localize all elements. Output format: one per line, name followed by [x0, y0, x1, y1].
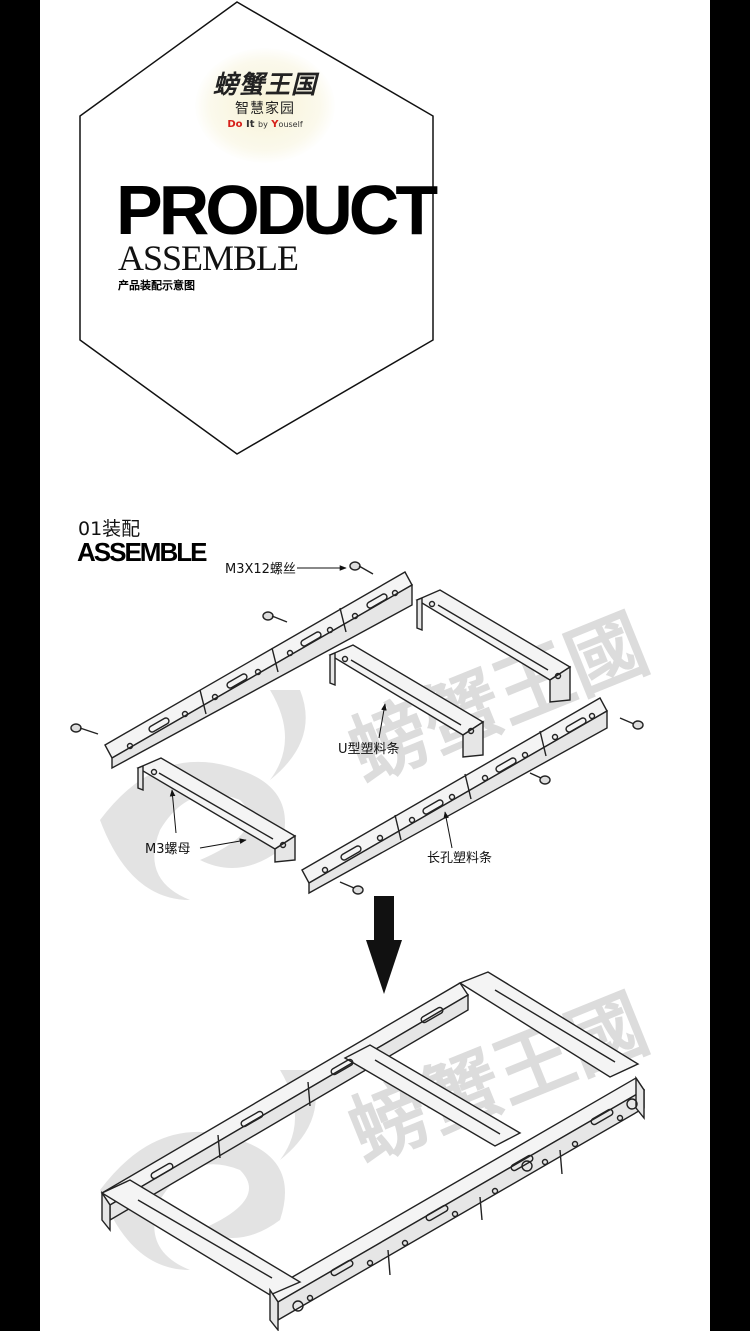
label-u-bar: U型塑料条: [338, 741, 400, 757]
screw-2: [262, 611, 288, 623]
screw-4: [619, 717, 644, 730]
u-bar-3: [136, 757, 297, 863]
assembled-frame: [100, 971, 645, 1331]
logo-subtitle: 智慧家园: [235, 101, 295, 117]
slogan-y: Y: [271, 119, 279, 130]
slogan-it: It: [246, 119, 255, 130]
down-arrow-icon: [366, 896, 402, 994]
slogan-do: Do: [227, 119, 243, 130]
label-nut: M3螺母: [145, 842, 191, 857]
screw-3: [70, 723, 99, 735]
screw-6: [339, 881, 364, 895]
brand-logo: 螃蟹王国 智慧家园 Do It by Youself: [190, 48, 340, 163]
long-bar-left: [104, 571, 413, 770]
u-bar-2: [328, 644, 485, 758]
hexagon-frame: [79, 1, 434, 455]
u-bar-1: [415, 589, 572, 703]
screw-1: [349, 561, 374, 575]
section-number: 01装配: [78, 518, 141, 540]
slogan-by: by: [258, 120, 268, 129]
page: 螃蟹王国 智慧家园 Do It by Youself PRODUCT ASSEM…: [40, 0, 710, 1331]
logo-brand-text: 螃蟹王国: [212, 70, 317, 99]
label-long-bar: 长孔塑料条: [427, 850, 492, 866]
page-title: PRODUCT: [116, 171, 438, 249]
long-bar-right: [301, 697, 608, 895]
label-screw: M3X12螺丝: [225, 562, 296, 577]
page-subtitle: ASSEMBLE: [118, 238, 299, 278]
section-title: ASSEMBLE: [77, 537, 207, 567]
assembly-diagram: 螃蟹王國 螃蟹王國: [70, 561, 660, 1331]
logo-slogan: Do It by Youself: [190, 118, 340, 132]
screw-5: [529, 772, 551, 785]
page-caption: 产品装配示意图: [118, 279, 195, 292]
logo-background: [195, 48, 335, 163]
slogan-rest: ouself: [278, 120, 303, 129]
